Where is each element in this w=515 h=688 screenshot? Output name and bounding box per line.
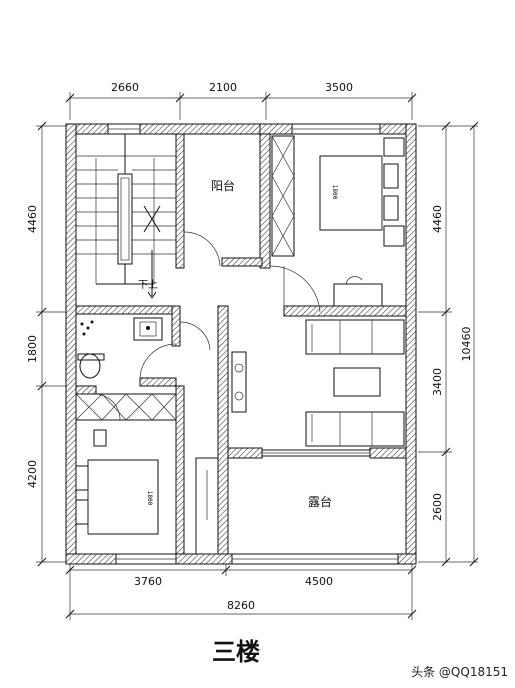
dim-right-2: 3400 [431,368,444,396]
staircase: 下上 [76,134,176,299]
dim-right-3: 2600 [431,493,444,521]
dim-right-total: 10460 [460,327,473,362]
toilet-icon [79,353,101,379]
coffee-table [333,367,381,397]
upper-bed [319,155,383,231]
dim-bottom-total: 8260 [227,599,255,612]
terrace-label: 露台 [308,494,332,509]
dim-left-2: 1800 [26,335,39,363]
dim-top-1: 2660 [111,81,139,94]
living-area [231,319,405,447]
dim-bottom-2: 4500 [305,575,333,588]
dimension-bottom: 3760 4500 8260 [65,562,417,620]
windows [107,123,399,565]
sofa-bottom [305,411,405,447]
dim-top-2: 2100 [209,81,237,94]
floor-title: 三楼 [212,638,260,666]
balcony-label: 阳台 [211,178,235,193]
dimension-right: 4460 3400 2600 10460 [418,121,479,567]
dim-top-3: 3500 [325,81,353,94]
bathroom [77,317,163,379]
lower-bedroom: 1800 [75,393,219,555]
walls [65,123,417,565]
stairs-label: 下上 [138,279,158,291]
dim-bottom-1: 3760 [134,575,162,588]
upper-bedroom: 1800 [271,135,405,307]
watermark: 头条 @QQ18151 [411,665,508,679]
lower-bed-label: 1800 [146,491,153,506]
upper-bed-label: 1800 [331,185,338,200]
dim-right-1: 4460 [431,205,444,233]
dimension-top: 2660 2100 3500 [65,81,417,120]
sofa-top [305,319,405,355]
dim-left-3: 4200 [26,460,39,488]
dimension-left: 4460 1800 4200 [26,121,66,567]
dim-left-1: 4460 [26,205,39,233]
door-swings [95,231,321,421]
